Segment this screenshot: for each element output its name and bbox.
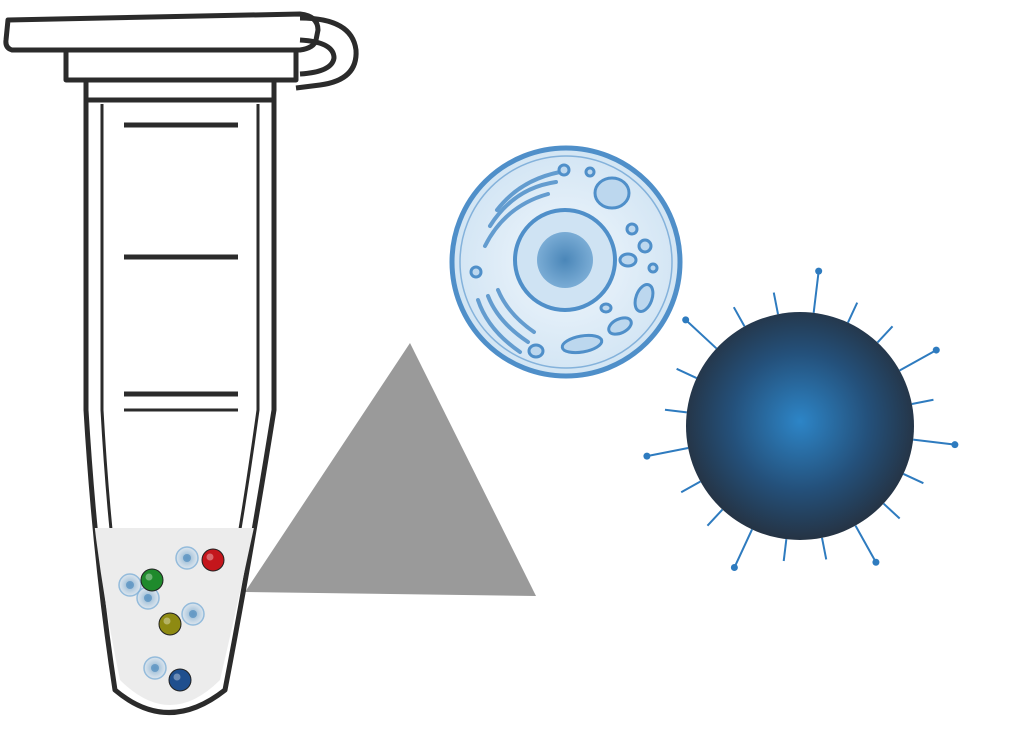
particle-spike xyxy=(646,447,689,458)
bead xyxy=(140,568,164,592)
bead xyxy=(168,668,192,692)
bead-highlight xyxy=(163,617,171,625)
particle-spike xyxy=(847,302,859,323)
particle-spikes xyxy=(643,267,959,572)
particle-spike xyxy=(876,325,894,344)
spike-tip xyxy=(682,316,690,324)
nanoparticle-icon xyxy=(643,267,959,572)
particle-spike xyxy=(732,306,746,327)
bead-highlight xyxy=(173,673,181,681)
particle-spike xyxy=(706,508,724,527)
spike-tip xyxy=(951,441,959,449)
zoom-triangle-icon xyxy=(245,343,536,596)
particle-spike xyxy=(664,408,687,414)
spike-tip xyxy=(815,267,823,275)
mini-cell xyxy=(136,586,160,610)
mitochondria xyxy=(469,163,659,359)
beads xyxy=(140,548,225,692)
eukaryotic-cell-icon xyxy=(449,145,683,379)
mini-cell xyxy=(181,602,205,626)
spike-tip xyxy=(932,346,940,354)
particle-spike xyxy=(903,473,924,485)
particle-spike xyxy=(913,438,955,446)
particle-spike xyxy=(899,349,937,372)
particle-spike xyxy=(782,539,788,562)
graduation-marks xyxy=(124,122,238,412)
particle-spike xyxy=(680,480,701,494)
mini-cell xyxy=(143,656,167,680)
particle-spike xyxy=(684,319,718,350)
spike-tip xyxy=(730,564,738,572)
tube-lid xyxy=(3,11,321,53)
mini-cells xyxy=(118,546,205,680)
mini-cell xyxy=(118,573,142,597)
bead-highlight xyxy=(206,553,214,561)
particle-spike xyxy=(812,271,820,313)
tube-collar xyxy=(63,47,299,83)
particle-spike xyxy=(772,292,779,315)
particle-spike xyxy=(821,537,828,560)
spike-tip xyxy=(643,452,651,460)
bead-highlight xyxy=(145,573,153,581)
particle-spike xyxy=(911,398,934,405)
spike-tip xyxy=(872,558,880,566)
particle-spike xyxy=(854,525,877,563)
nucleus xyxy=(537,232,593,288)
particle-spike xyxy=(676,367,697,379)
mini-cell xyxy=(175,546,199,570)
bead xyxy=(201,548,225,572)
particle-core xyxy=(686,312,914,540)
endoplasmic-reticulum xyxy=(476,170,562,354)
bead xyxy=(158,612,182,636)
particle-spike xyxy=(733,529,753,568)
particle-spike xyxy=(882,502,901,520)
tube-hinge xyxy=(295,15,359,91)
